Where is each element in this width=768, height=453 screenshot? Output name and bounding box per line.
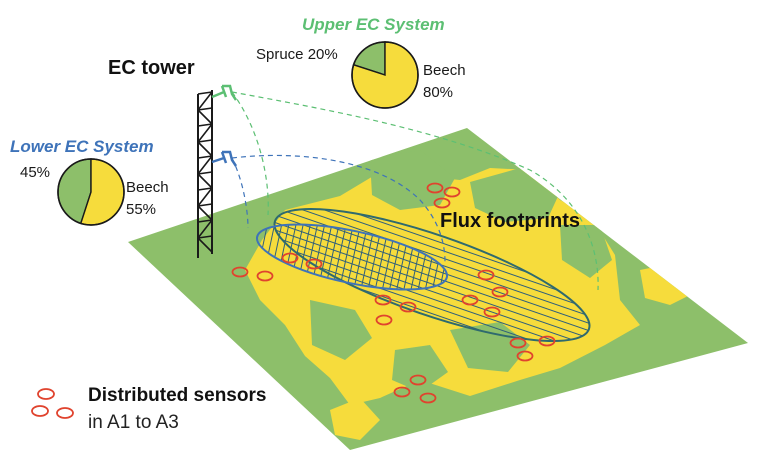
distributed-sensors <box>231 182 556 404</box>
sensor-marker <box>509 337 527 349</box>
sensor-marker <box>461 294 479 306</box>
sensor-marker <box>305 258 323 270</box>
upper-system-title: Upper EC System <box>302 15 445 34</box>
tower-brace <box>197 205 213 221</box>
upper-projection-line <box>231 91 269 216</box>
tower-rung <box>197 219 213 223</box>
ec-tower-label: EC tower <box>108 57 195 79</box>
sensor-marker <box>491 286 509 298</box>
sensor-marker <box>443 186 461 198</box>
upper-pie-beech-value: 80% <box>423 84 453 101</box>
tower-rung <box>197 203 213 207</box>
sensor-marker <box>281 252 299 264</box>
tower-brace <box>197 141 213 157</box>
sensor-marker <box>375 314 393 326</box>
lower-pie-spruce-label: 45% <box>20 164 50 181</box>
upper-projection-line <box>231 91 599 291</box>
tower-brace <box>197 155 213 175</box>
upper-ec-instrument <box>211 84 238 101</box>
upper-footprint-outline <box>273 208 591 342</box>
spruce-patch <box>560 225 612 278</box>
lower-system-title: Lower EC System <box>10 137 154 156</box>
sensor-legend: Distributed sensors in A1 to A3 <box>31 385 266 433</box>
tower-rung <box>197 235 213 239</box>
ec-tower <box>197 90 213 258</box>
pie-outline <box>351 41 419 109</box>
sensor-marker <box>433 197 451 209</box>
tower-rung <box>197 91 213 95</box>
projection-lines <box>231 91 599 291</box>
sensor-marker <box>538 335 556 347</box>
tower-brace <box>197 173 213 189</box>
tower-rung <box>197 187 213 191</box>
sensor-marker <box>256 270 274 282</box>
lower-pie-chart <box>57 158 125 226</box>
tower-rung <box>197 107 213 111</box>
beech-patch <box>640 262 700 305</box>
sensor-marker <box>409 374 427 386</box>
spruce-patch <box>392 345 448 392</box>
flux-footprints <box>255 208 591 342</box>
spruce-patch <box>370 150 455 210</box>
tower-brace <box>197 237 213 253</box>
pie-outline <box>57 158 125 226</box>
sensor-marker <box>516 350 534 362</box>
sensor-marker <box>426 182 444 194</box>
sensor-legend-subtitle: in A1 to A3 <box>88 412 179 433</box>
lower-footprint-fill <box>256 224 448 290</box>
beech-patch <box>330 398 380 440</box>
lower-ec-instrument <box>211 150 238 167</box>
sensor-marker <box>477 269 495 281</box>
lower-footprint-outline <box>255 223 449 291</box>
tower-brace <box>197 123 213 143</box>
sensor-marker <box>393 386 411 398</box>
lower-pie-beech-label: Beech <box>126 179 169 196</box>
tower-brace <box>197 109 213 125</box>
tower-rung <box>197 155 213 159</box>
tower-brace <box>197 219 213 239</box>
sensor-legend-title: Distributed sensors <box>88 385 266 406</box>
tower-brace <box>197 187 213 207</box>
sensor-marker <box>399 301 417 313</box>
tower-brace <box>197 91 213 111</box>
sensor-marker <box>374 294 392 306</box>
lower-pie-beech-value: 55% <box>126 201 156 218</box>
lower-projection-line <box>231 154 446 263</box>
sensor-marker <box>419 392 437 404</box>
spruce-patch <box>310 300 372 360</box>
tower-rung <box>197 139 213 143</box>
upper-pie-chart <box>351 41 419 109</box>
sensor-marker <box>483 306 501 318</box>
tower-rung <box>197 171 213 175</box>
upper-pie-beech-label: Beech <box>423 62 466 79</box>
tower-rung <box>197 123 213 127</box>
sensor-legend-icon <box>31 388 74 419</box>
upper-pie-spruce-label: Spruce 20% <box>256 46 338 63</box>
sensor-marker <box>231 266 249 278</box>
flux-footprints-label: Flux footprints <box>440 210 580 232</box>
